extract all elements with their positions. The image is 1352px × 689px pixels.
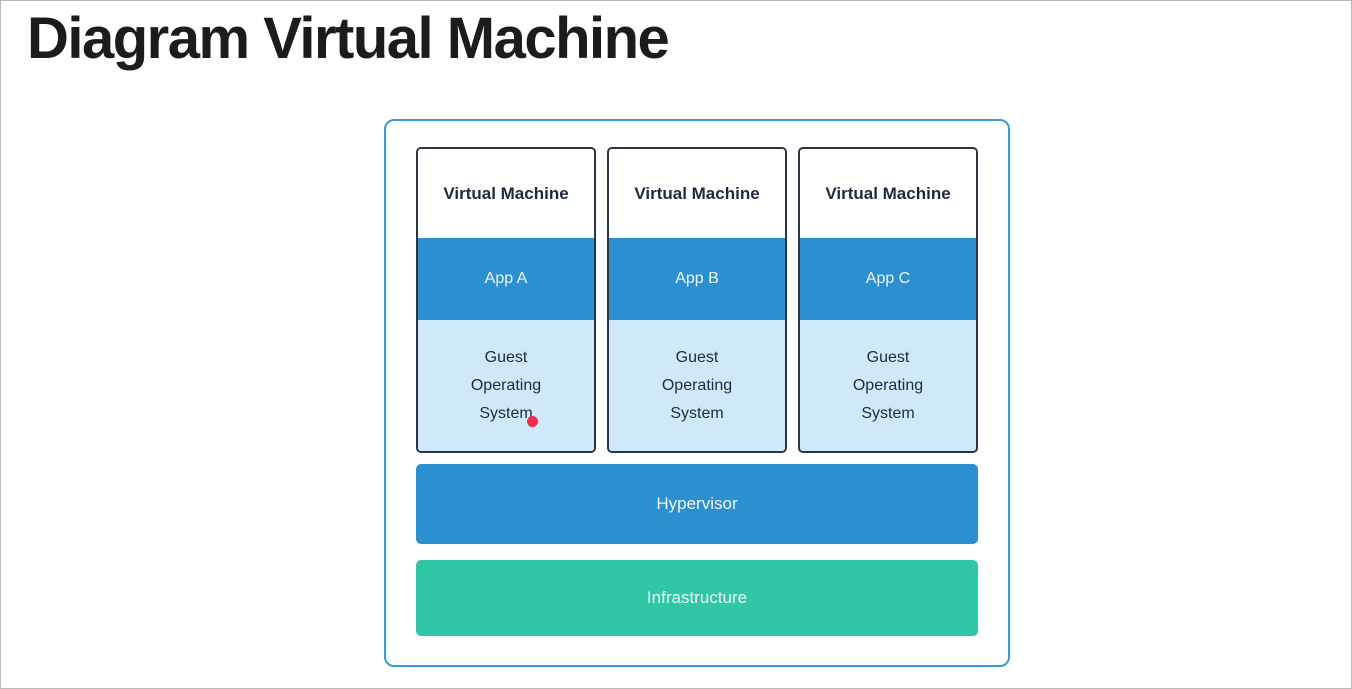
vm-column-a: Virtual Machine App A Guest Operating Sy… — [416, 147, 596, 454]
vm-columns-row: Virtual Machine App A Guest Operating Sy… — [416, 147, 978, 454]
guest-os-label: Guest Operating System — [852, 348, 924, 422]
guest-os-block-c: Guest Operating System — [800, 320, 976, 452]
vm-column-c: Virtual Machine App C Guest Operating Sy… — [798, 147, 978, 454]
vm-header-label: Virtual Machine — [609, 149, 785, 238]
app-b-block: App B — [609, 238, 785, 320]
guest-os-label: Guest Operating System — [470, 348, 542, 422]
app-a-block: App A — [418, 238, 594, 320]
page-title: Diagram Virtual Machine — [27, 6, 670, 71]
vm-header-label: Virtual Machine — [800, 149, 976, 238]
guest-os-block-b: Guest Operating System — [609, 320, 785, 452]
infrastructure-block: Infrastructure — [416, 559, 978, 636]
vm-header-label: Virtual Machine — [418, 149, 594, 238]
guest-os-label: Guest Operating System — [661, 348, 733, 422]
vm-architecture-diagram: Virtual Machine App A Guest Operating Sy… — [384, 119, 1010, 667]
hypervisor-block: Hypervisor — [416, 464, 978, 544]
app-c-block: App C — [800, 238, 976, 320]
cursor-dot — [527, 416, 538, 427]
guest-os-block-a: Guest Operating System — [418, 320, 594, 452]
vm-column-b: Virtual Machine App B Guest Operating Sy… — [607, 147, 787, 454]
